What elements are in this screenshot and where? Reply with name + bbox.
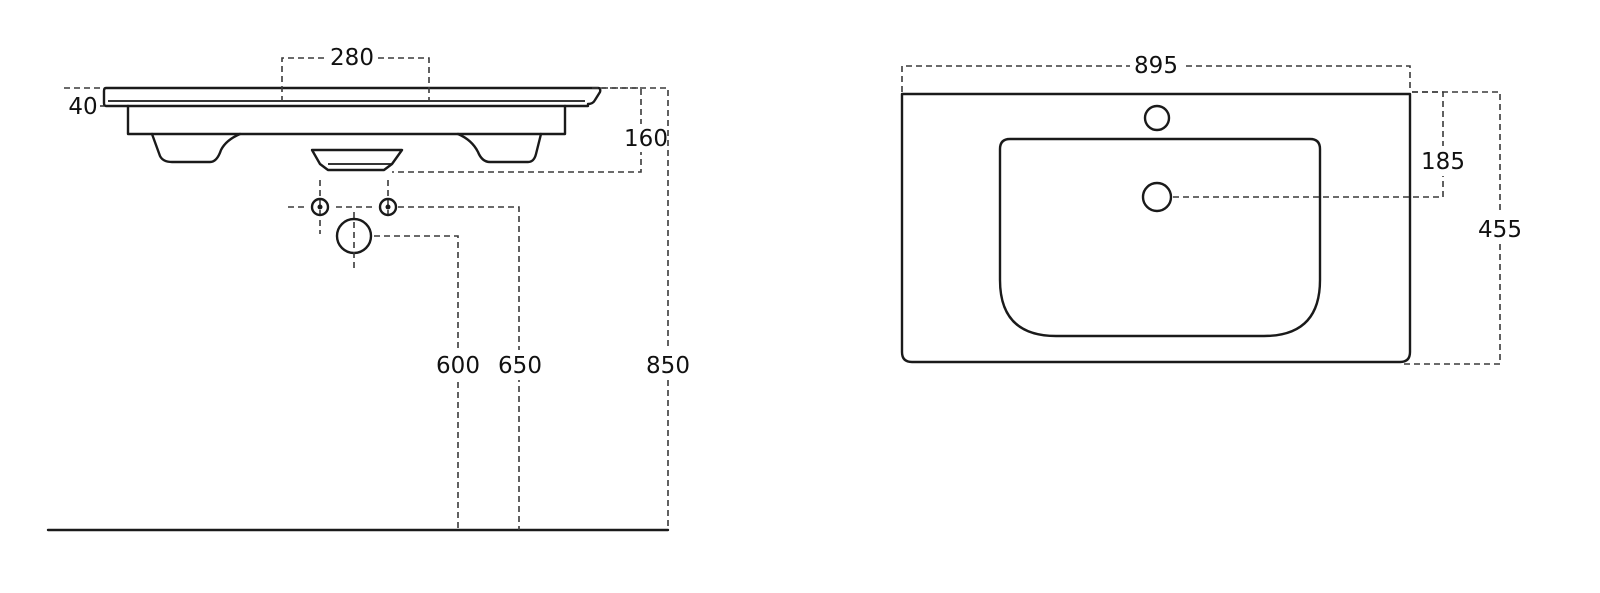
label-mask [644, 350, 692, 380]
rim-height-label: 850 [646, 353, 690, 379]
label-mask [1420, 146, 1468, 176]
valve-right-icon [378, 197, 398, 217]
supply-height-dim-line [398, 206, 520, 530]
label-mask [1476, 214, 1524, 244]
side-elevation-view: 280 40 160 600 650 850 [46, 44, 692, 532]
inner-bowl [998, 137, 1322, 338]
supply-height-label: 650 [498, 353, 542, 379]
basin-body [126, 104, 567, 136]
tap-hole-icon [1143, 104, 1171, 132]
basin-depth-label: 160 [624, 126, 668, 152]
tap-to-drain-dim-line [1173, 91, 1444, 198]
label-mask [495, 350, 543, 380]
label-mask [624, 124, 668, 152]
waste-height-dim-line [374, 235, 459, 530]
label-mask [1130, 50, 1184, 80]
valve-right-dot [385, 204, 391, 210]
drain-hole-icon [1141, 181, 1173, 213]
valve-left-icon [310, 197, 330, 217]
tap-spacing-dim-line [281, 57, 430, 102]
waste-height-label: 600 [436, 353, 480, 379]
tap-spacing-label: 280 [330, 45, 374, 71]
depth-label: 455 [1478, 217, 1522, 243]
width-label: 895 [1134, 53, 1178, 79]
rim-height-dim-line [600, 87, 669, 530]
valve-left-dot [317, 204, 323, 210]
countertop-slab [102, 86, 602, 108]
right-foot [456, 132, 543, 164]
basin-outline [900, 92, 1412, 364]
left-foot [150, 132, 242, 164]
rim-thickness-label: 40 [68, 94, 97, 120]
tap-to-drain-label: 185 [1421, 149, 1465, 175]
top-plan-view: 895 185 455 [900, 50, 1524, 365]
drain-base [310, 148, 404, 172]
label-mask [327, 44, 377, 70]
label-mask [434, 350, 482, 380]
